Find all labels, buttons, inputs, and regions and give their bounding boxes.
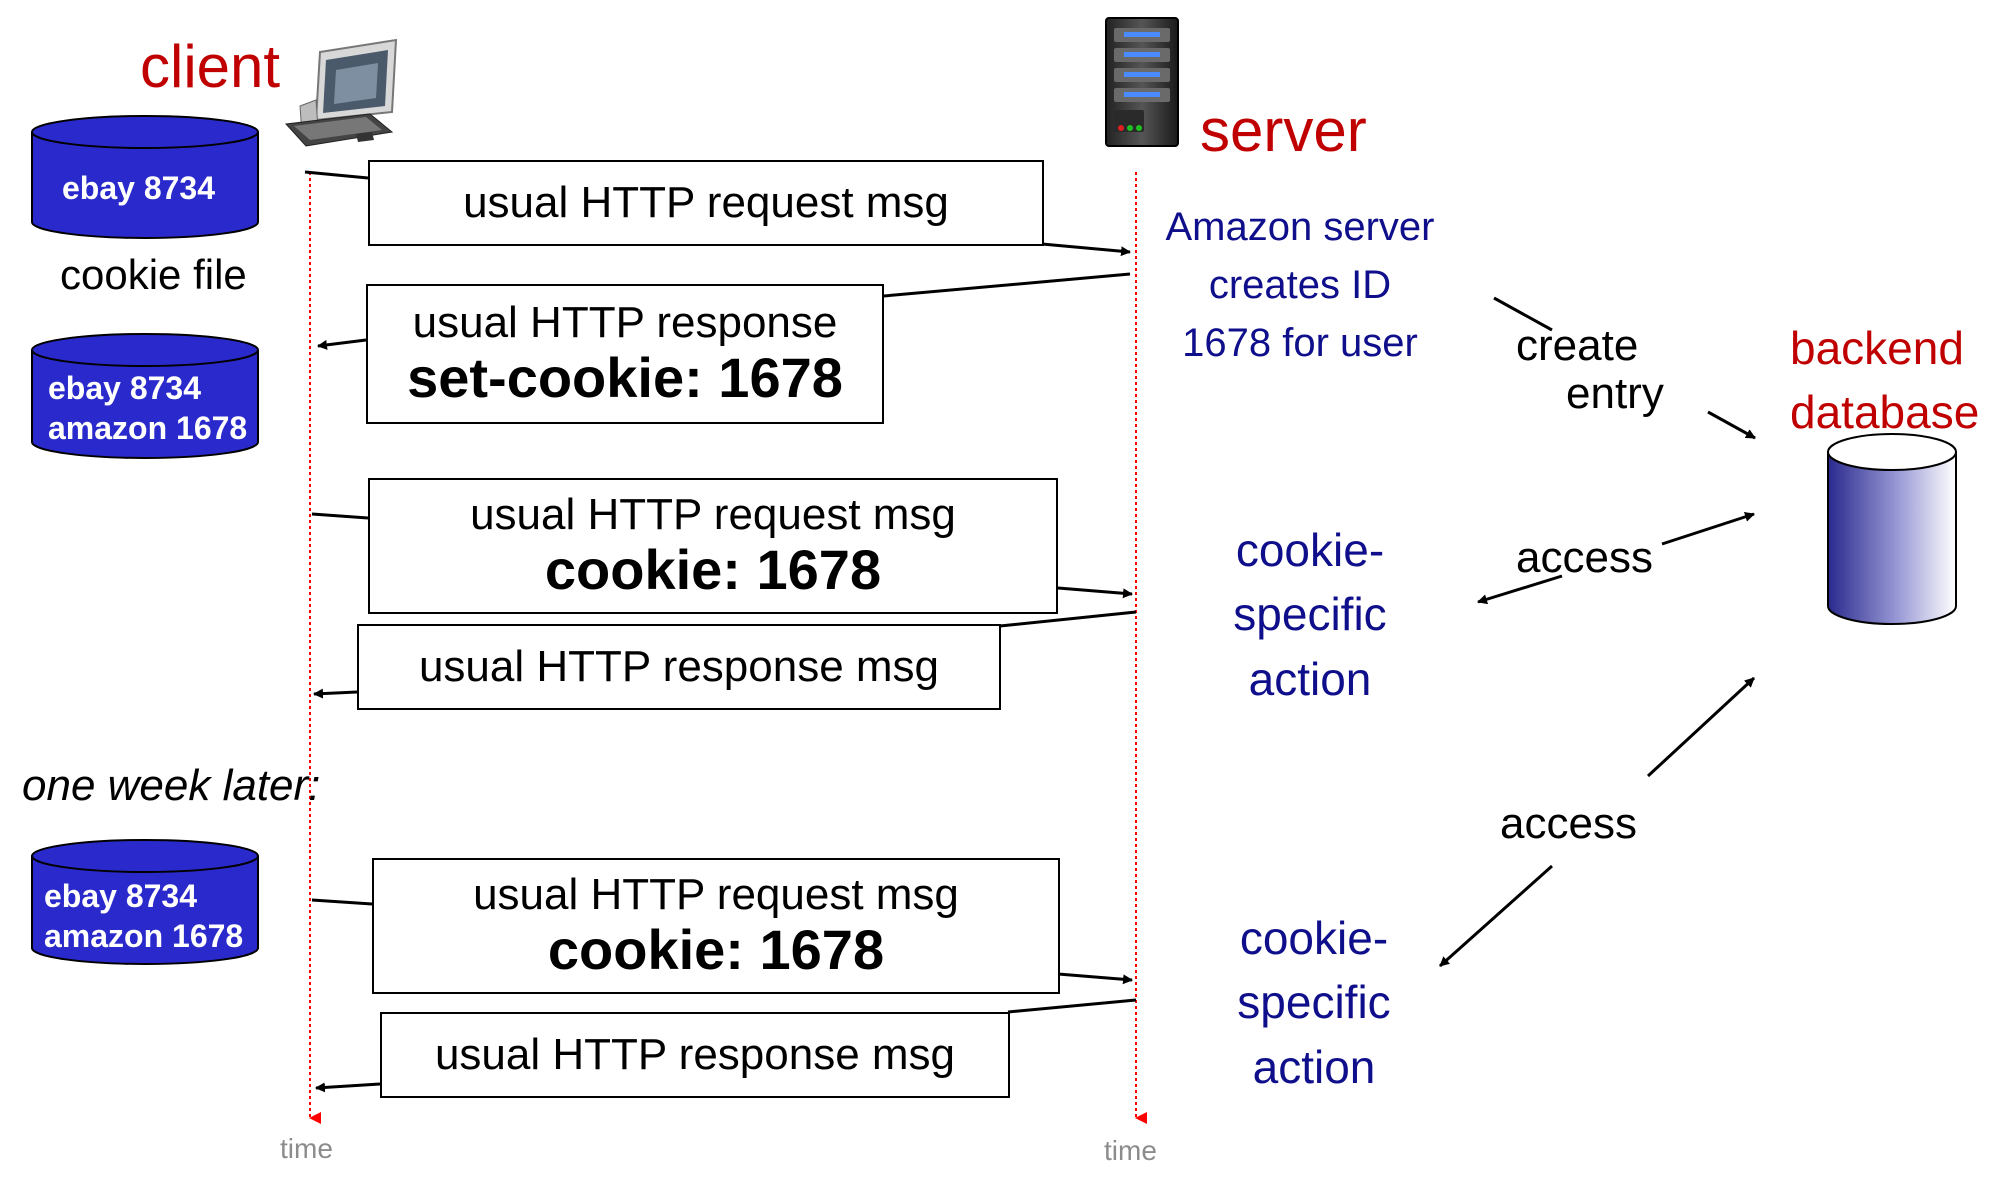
backend-database-cylinder <box>1827 433 1957 625</box>
message-box-request-2: usual HTTP request msg cookie: 1678 <box>368 478 1058 614</box>
server-note-line: 1678 for user <box>1182 321 1418 365</box>
access-label-2: access <box>1500 799 1637 848</box>
computer-icon <box>284 38 398 147</box>
cookie-entry: amazon 1678 <box>44 918 244 954</box>
create-entry-label: create entry <box>1516 321 1664 419</box>
cookie-entry: ebay 8734 <box>62 170 216 206</box>
action-line: specific <box>1237 976 1391 1029</box>
cookie-entry: ebay 8734 <box>44 878 198 914</box>
server-note-line: Amazon server <box>1165 205 1435 249</box>
server-time-label: time <box>1104 1135 1157 1166</box>
action-line: cookie- <box>1235 524 1385 576</box>
cookie-specific-action-2: cookie- specific action <box>1194 906 1434 1099</box>
message-text: usual HTTP response <box>412 298 838 347</box>
server-icon <box>1105 17 1179 147</box>
message-text: usual HTTP response msg <box>418 642 940 692</box>
backend-database-label: backend database <box>1790 316 1979 445</box>
cookie-file-caption: cookie file <box>60 251 247 298</box>
message-bold-text: cookie: 1678 <box>547 918 885 982</box>
backend-line: database <box>1790 386 1980 439</box>
message-text: usual HTTP request msg <box>470 490 956 539</box>
access-label-1: access <box>1516 533 1653 582</box>
message-text: usual HTTP response msg <box>434 1030 956 1080</box>
cookie-file-cylinder-3 <box>31 839 259 965</box>
message-bold-text: cookie: 1678 <box>544 538 882 602</box>
cookie-file-3-text: ebay 8734 amazon 1678 <box>44 876 243 956</box>
message-box-response-setcookie: usual HTTP response set-cookie: 1678 <box>366 284 884 424</box>
action-line: specific <box>1233 588 1387 641</box>
cookie-file-cylinder-2 <box>31 333 259 459</box>
create-entry-line: create <box>1516 321 1639 370</box>
server-note-line: creates ID <box>1208 263 1392 307</box>
message-box-response-2: usual HTTP response msg <box>357 624 1001 710</box>
message-text: usual HTTP request msg <box>463 178 949 228</box>
client-time-label: time <box>280 1133 333 1164</box>
message-text: usual HTTP request msg <box>473 870 959 919</box>
client-label: client <box>140 33 281 100</box>
cookie-file-1-text: ebay 8734 <box>62 168 215 208</box>
cookie-file-2-text: ebay 8734 amazon 1678 <box>48 368 247 448</box>
cookie-file-cylinder-1 <box>31 115 259 239</box>
message-bold-text: set-cookie: 1678 <box>407 346 843 410</box>
message-box-request-3: usual HTTP request msg cookie: 1678 <box>372 858 1060 994</box>
message-box-request-1: usual HTTP request msg <box>368 160 1044 246</box>
one-week-later-label: one week later: <box>22 761 321 810</box>
backend-line: backend <box>1790 322 1964 374</box>
cookie-specific-action-1: cookie- specific action <box>1190 518 1430 711</box>
server-label: server <box>1200 97 1367 164</box>
cookie-entry: ebay 8734 <box>48 370 202 406</box>
action-line: action <box>1248 652 1372 705</box>
action-line: action <box>1252 1040 1376 1093</box>
action-line: cookie- <box>1239 912 1389 964</box>
create-entry-line: entry <box>1566 369 1664 419</box>
cookie-entry: amazon 1678 <box>48 410 248 446</box>
message-box-response-3: usual HTTP response msg <box>380 1012 1010 1098</box>
server-note: Amazon server creates ID 1678 for user <box>1140 198 1460 372</box>
